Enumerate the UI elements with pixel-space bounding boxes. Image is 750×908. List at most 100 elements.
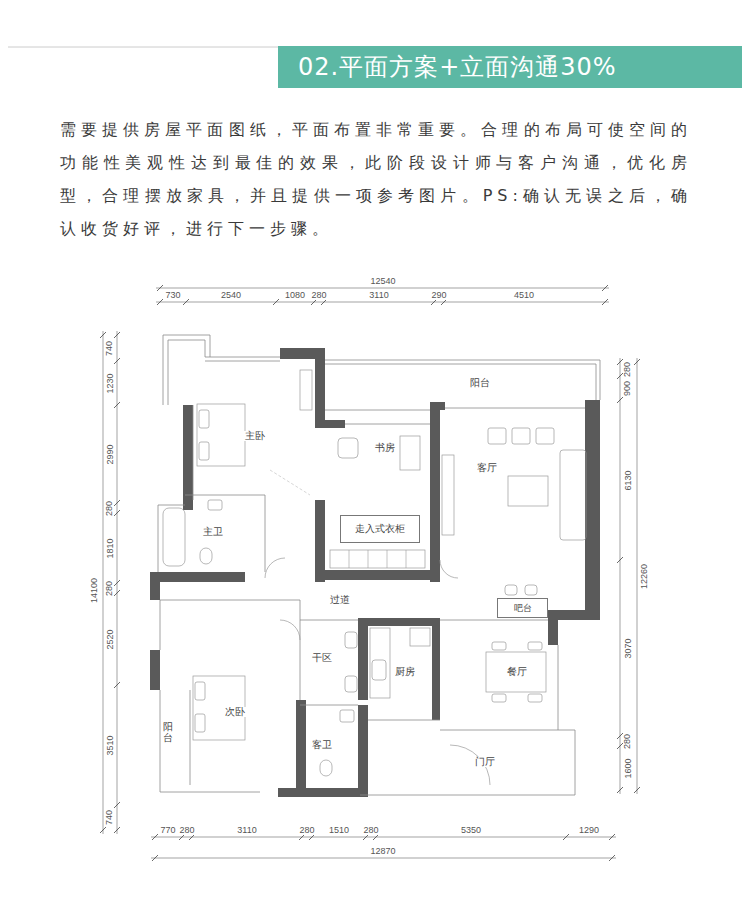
- closet-division: [406, 550, 407, 568]
- dimension-text: 770: [160, 826, 175, 835]
- dimension-text: 3070: [624, 638, 633, 658]
- dimension-tick: [114, 827, 120, 833]
- wall: [358, 705, 368, 797]
- closet-division: [368, 550, 369, 568]
- rule-line: [8, 47, 278, 48]
- dimension-text: 12540: [370, 277, 395, 286]
- furniture: [345, 676, 357, 692]
- dimension-text: 280: [179, 826, 194, 835]
- furniture: [193, 676, 245, 740]
- dimension-tick: [100, 827, 106, 833]
- dimension-tick: [563, 834, 569, 840]
- furniture: [505, 585, 517, 595]
- dimension-text: 12260: [641, 563, 650, 588]
- dimension-text: 5350: [461, 826, 481, 835]
- dimension-line: [156, 288, 609, 289]
- dimension-tick: [617, 787, 623, 793]
- furniture: [163, 508, 185, 566]
- outline: [440, 620, 548, 621]
- room-name: 客卫: [311, 740, 333, 750]
- furniture: [338, 438, 358, 458]
- outline: [190, 690, 191, 785]
- wall: [150, 572, 160, 600]
- dimension-tick: [114, 682, 120, 688]
- door-swing: [440, 560, 458, 578]
- dimension-tick: [114, 590, 120, 596]
- outline: [205, 361, 280, 362]
- furniture: [345, 632, 357, 648]
- furniture: [488, 428, 506, 444]
- outline: [168, 340, 205, 405]
- dimension-text: 2990: [106, 444, 115, 464]
- wall: [358, 618, 368, 700]
- dimension-tick: [634, 359, 640, 365]
- title-band: 02.平面方案+立面沟通30%: [278, 46, 742, 88]
- dimension-tick: [114, 580, 120, 586]
- dimension-tick: [114, 332, 120, 338]
- outline: [360, 795, 575, 796]
- dimension-tick: [609, 834, 615, 840]
- dimension-tick: [189, 834, 195, 840]
- furniture: [330, 550, 425, 568]
- dimension-tick: [321, 299, 327, 305]
- outline: [558, 645, 559, 730]
- labeled-box: 走入式衣柜: [340, 515, 420, 543]
- dimension-tick: [152, 834, 158, 840]
- dimension-text: 1810: [106, 538, 115, 558]
- dimension-text: 290: [431, 291, 446, 300]
- door-swing: [280, 620, 300, 640]
- dimension-tick: [299, 834, 305, 840]
- outline: [185, 495, 265, 572]
- dimension-tick: [152, 855, 158, 861]
- outline: [368, 720, 440, 721]
- dimension-line: [151, 837, 616, 838]
- outline: [440, 730, 575, 731]
- room-name: 厨房: [394, 667, 416, 677]
- wall: [296, 700, 306, 797]
- outline: [205, 357, 280, 358]
- dimension-text: 280: [363, 826, 378, 835]
- furniture: [536, 428, 554, 444]
- room-name: 门厅: [474, 757, 496, 767]
- dimension-tick: [114, 358, 120, 364]
- dimension-tick: [602, 299, 608, 305]
- wall: [585, 400, 600, 620]
- wall: [315, 500, 325, 582]
- room-name: 餐厅: [506, 667, 528, 677]
- wall: [315, 348, 325, 420]
- wall: [430, 402, 440, 582]
- dimension-text: 2520: [106, 629, 115, 649]
- dimension-text: 1600: [624, 758, 633, 778]
- dimension-line: [151, 858, 616, 859]
- furniture: [560, 450, 586, 540]
- furniture: [199, 410, 209, 428]
- dimension-tick: [114, 510, 120, 516]
- furniture: [442, 455, 454, 535]
- furniture: [528, 694, 542, 702]
- room-name: 干区: [311, 653, 333, 663]
- dimension-text: 1230: [106, 373, 115, 393]
- dimension-text: 900: [624, 380, 633, 395]
- dimension-line: [103, 331, 104, 834]
- dimension-text: 1290: [579, 826, 599, 835]
- dimension-tick: [602, 285, 608, 291]
- outline: [345, 424, 430, 425]
- dimension-text: 1510: [329, 826, 349, 835]
- room-name: 主卫: [202, 527, 224, 537]
- dimension-text: 280: [311, 291, 326, 300]
- furniture: [410, 628, 430, 646]
- furniture: [300, 370, 312, 410]
- dimension-text: 14100: [91, 577, 100, 602]
- room-name: 阳台: [163, 721, 173, 743]
- dimension-text: 6130: [624, 470, 633, 490]
- outline: [325, 364, 596, 400]
- closet-division: [387, 550, 388, 568]
- dimension-text: 3510: [106, 735, 115, 755]
- dimension-tick: [114, 402, 120, 408]
- furniture: [340, 710, 354, 722]
- wall: [325, 570, 440, 580]
- dimension-tick: [157, 285, 163, 291]
- room-name: 客厅: [476, 463, 498, 473]
- dimension-text: 280: [624, 361, 633, 376]
- wall: [150, 650, 160, 690]
